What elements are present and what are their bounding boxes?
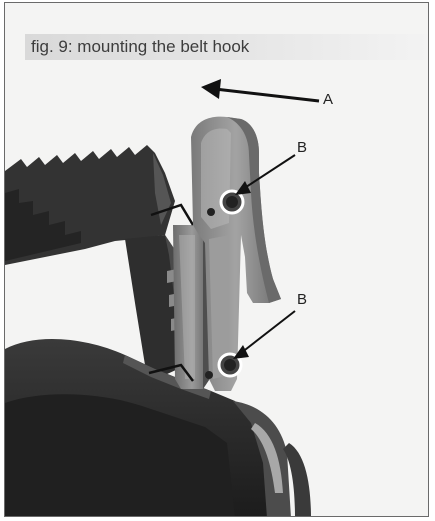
figure-caption: fig. 9: mounting the belt hook bbox=[31, 37, 250, 56]
callout-label-b-lower: B bbox=[297, 291, 308, 308]
screw-upper bbox=[207, 189, 245, 216]
callout-leader-b-lower bbox=[233, 310, 296, 359]
belt-hook-illustration bbox=[5, 79, 320, 516]
callout-leader-b-upper bbox=[235, 154, 296, 195]
callout-label-b-upper: B bbox=[297, 139, 308, 156]
figure-frame: A B B fig. 9: mounting the belt hook bbox=[4, 2, 429, 517]
direction-arrow-a bbox=[201, 79, 320, 103]
device-body bbox=[5, 338, 311, 516]
bracket-edge-line-upper bbox=[150, 203, 195, 226]
bracket-edge-line-lower bbox=[148, 363, 194, 382]
device-top-rail bbox=[5, 145, 175, 265]
screw-lower bbox=[205, 352, 243, 379]
figure-caption-bar: fig. 9: mounting the belt hook bbox=[25, 34, 428, 60]
callout-label-a: A bbox=[323, 91, 334, 108]
